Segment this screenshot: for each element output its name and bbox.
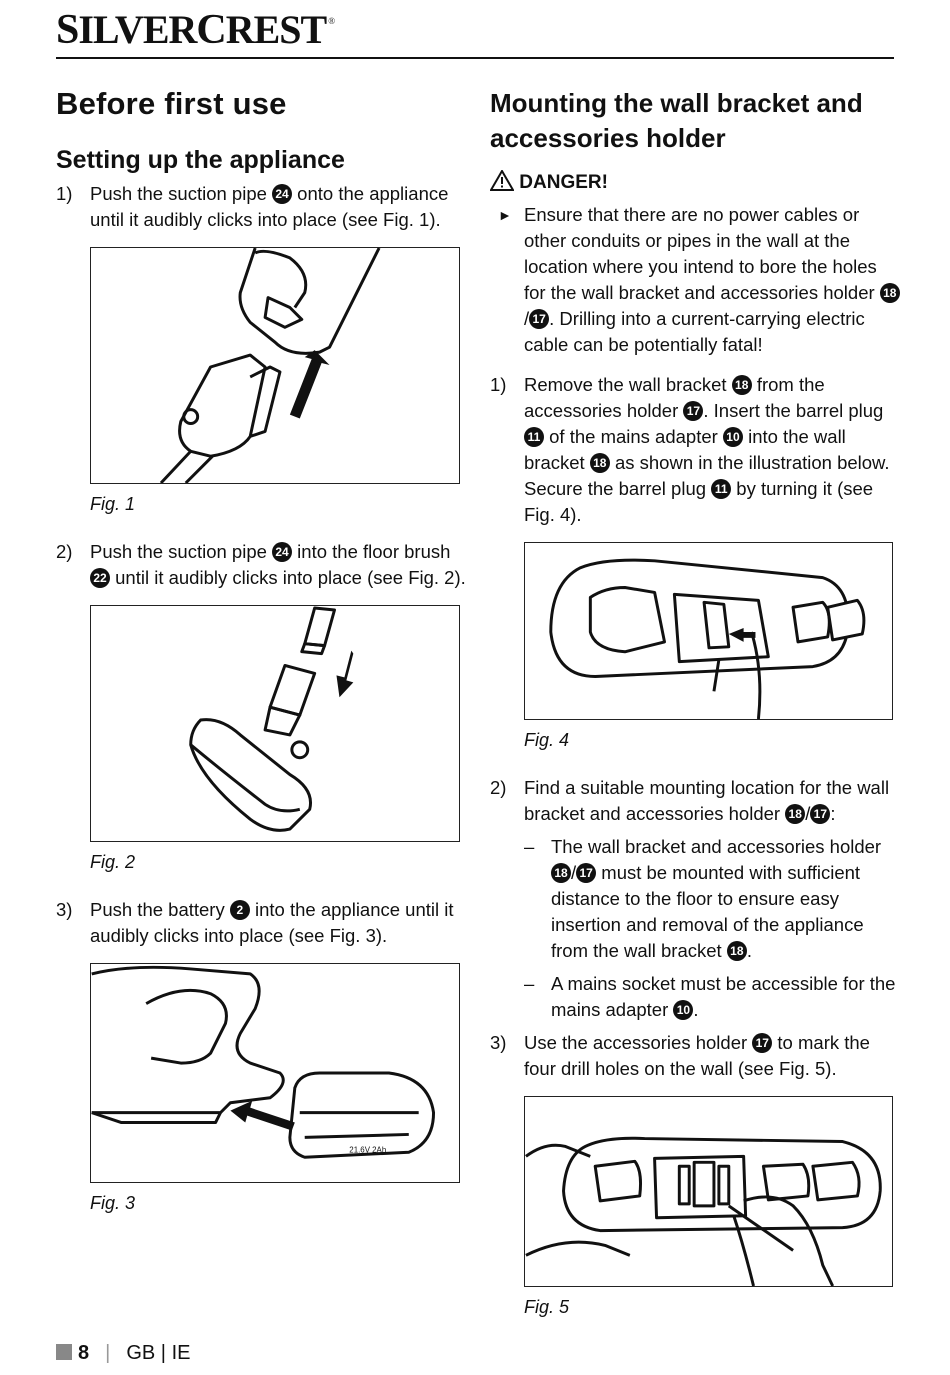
callout-number: 18 — [589, 453, 610, 473]
section-subtitle: Setting up the appliance — [56, 146, 345, 174]
right-column: Mounting the wall bracket and accessorie… — [489, 86, 900, 1318]
floor-brush-illustration — [189, 606, 354, 832]
figure-3: 21.6V 2Ah — [90, 963, 460, 1183]
danger-warning: ►Ensure that there are no power cables o… — [490, 202, 900, 358]
figure-4 — [524, 542, 893, 720]
lang-gb: GB — [126, 1342, 156, 1364]
lang-divider: | — [160, 1342, 166, 1364]
callout-number: 17 — [752, 1033, 773, 1053]
figure-2 — [90, 605, 460, 842]
callout-number: 18 — [726, 941, 747, 961]
figure-1-caption: Fig. 1 — [90, 494, 136, 514]
figure-2-caption: Fig. 2 — [90, 852, 136, 872]
callout-number: 18 — [879, 283, 900, 303]
callout-number: 17 — [810, 804, 831, 824]
header-rule — [56, 57, 894, 59]
lang-ie: IE — [171, 1342, 191, 1364]
callout-number: 17 — [576, 863, 597, 883]
warning-triangle-icon — [489, 169, 519, 193]
callout-number: 24 — [272, 542, 293, 562]
figure-3-caption: Fig. 3 — [90, 1193, 136, 1213]
figure-1 — [90, 247, 460, 484]
callout-number: 18 — [731, 375, 752, 395]
mount-step-3: 3)Use the accessories holder 17 to mark … — [490, 1032, 870, 1079]
callout-number: 10 — [673, 1000, 694, 1020]
requirement-2: –A mains socket must be accessible for t… — [524, 973, 896, 1020]
danger-heading: DANGER! — [489, 169, 900, 194]
callout-number: 17 — [529, 309, 550, 329]
figure-5 — [524, 1096, 893, 1287]
callout-number: 2 — [229, 900, 250, 920]
mount-step-2: 2)Find a suitable mounting location for … — [490, 777, 890, 824]
suction-pipe-illustration — [159, 248, 381, 483]
wall-bracket-illustration — [549, 558, 866, 719]
battery-illustration: 21.6V 2Ah — [91, 965, 436, 1159]
step-3: 3)Push the battery 2 into the appliance … — [56, 899, 454, 946]
section-title: Before first use — [56, 86, 287, 121]
footer-divider: | — [105, 1342, 111, 1364]
step-2: 2)Push the suction pipe 24 into the floo… — [56, 541, 466, 588]
page-footer: 8|GB | IE — [56, 1342, 190, 1365]
drill-marking-illustration — [525, 1136, 882, 1286]
page-marker — [56, 1344, 72, 1360]
left-column: Before first use Setting up the applianc… — [56, 86, 466, 1214]
bullet-arrow-icon: ► — [498, 207, 512, 223]
mounting-title: Mounting the wall bracket and accessorie… — [490, 88, 863, 153]
figure-5-caption: Fig. 5 — [524, 1297, 570, 1317]
battery-label: 21.6V 2Ah — [349, 1145, 386, 1154]
callout-number: 11 — [711, 479, 732, 499]
callout-number: 18 — [785, 804, 806, 824]
callout-number: 18 — [551, 863, 571, 883]
step-1: 1)Push the suction pipe 24 onto the appl… — [56, 183, 449, 230]
callout-number: 17 — [683, 401, 704, 421]
requirement-1: –The wall bracket and accessories holder… — [524, 836, 882, 961]
mount-step-1: 1)Remove the wall bracket 18 from the ac… — [490, 374, 890, 525]
page-number: 8 — [78, 1342, 90, 1364]
callout-number: 22 — [90, 568, 110, 588]
callout-number: 11 — [524, 427, 544, 447]
callout-number: 24 — [272, 184, 293, 204]
brand-logo: SILVERCREST® — [56, 7, 335, 53]
figure-4-caption: Fig. 4 — [524, 730, 570, 750]
callout-number: 10 — [722, 427, 743, 447]
